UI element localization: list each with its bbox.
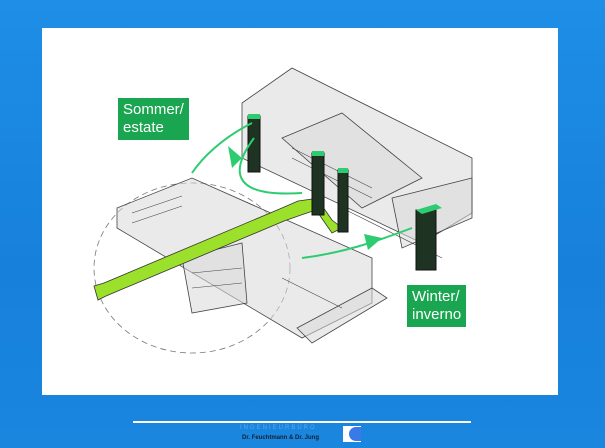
- building-ventilation-diagram: [93, 67, 473, 354]
- summer-label: Sommer/ estate: [118, 98, 189, 140]
- airflow-arrows: [191, 122, 413, 259]
- slide-panel: Sommer/ estate Winter/ inverno: [42, 28, 558, 395]
- winter-label: Winter/ inverno: [407, 285, 467, 327]
- logo-line2: Dr. Feuchtmann & Dr. Jung: [242, 435, 320, 441]
- footer-divider: [133, 421, 471, 423]
- company-logo-icon: [343, 426, 361, 442]
- summer-label-line2: estate: [123, 119, 164, 136]
- logo-line1: INGENIEURBÜRO: [240, 425, 317, 431]
- winter-label-line1: Winter/: [412, 288, 460, 305]
- winter-label-line2: inverno: [412, 306, 462, 323]
- summer-label-line1: Sommer/: [123, 101, 184, 118]
